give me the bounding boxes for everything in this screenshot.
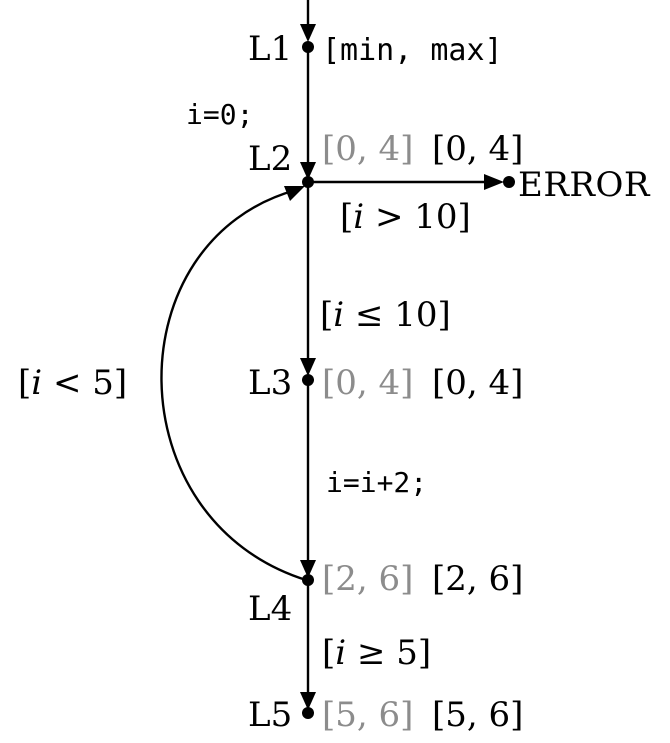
node-label-l1: L1 bbox=[248, 29, 292, 69]
interval-black-l5: [5, 6] bbox=[432, 695, 523, 735]
arrowhead-l1-l2 bbox=[300, 162, 316, 180]
edges bbox=[160, 0, 504, 710]
node-dot-l4 bbox=[302, 574, 314, 586]
guard-l4-l5: [i ≥ 5] bbox=[322, 633, 431, 673]
interval-gray-l3: [0, 4] bbox=[322, 363, 413, 403]
arrowhead-l4-l2 bbox=[284, 186, 305, 201]
node-dot-l2 bbox=[302, 176, 314, 188]
node-label-l3: L3 bbox=[248, 363, 292, 403]
nodes bbox=[302, 41, 515, 719]
interval-gray-l5: [5, 6] bbox=[322, 695, 413, 735]
node-dot-l1 bbox=[302, 41, 314, 53]
node-label-l2: L2 bbox=[248, 139, 292, 179]
interval-black-l3: [0, 4] bbox=[432, 363, 523, 403]
guard-l2-l3: [i ≤ 10] bbox=[320, 295, 451, 335]
guard-l4-l2: [i < 5] bbox=[18, 363, 127, 403]
arrowhead-l4-l5 bbox=[300, 692, 316, 710]
node-label-error: ERROR bbox=[518, 165, 651, 205]
node-label-l4: L4 bbox=[248, 589, 292, 629]
node-label-l5: L5 bbox=[248, 695, 292, 735]
arrowhead-l3-l4 bbox=[300, 560, 316, 578]
statement-l3-l4: i=i+2; bbox=[326, 466, 427, 499]
guard-l2-error: [i > 10] bbox=[340, 197, 471, 237]
node-dot-error bbox=[503, 176, 515, 188]
interval-black-l2: [0, 4] bbox=[432, 129, 523, 169]
interval-l1: [min, max] bbox=[322, 33, 503, 68]
interval-black-l4: [2, 6] bbox=[432, 559, 523, 599]
statement-l1-l2: i=0; bbox=[186, 98, 253, 131]
interval-gray-l2: [0, 4] bbox=[322, 129, 413, 169]
arrowhead-l2-error bbox=[484, 174, 504, 190]
node-dot-l3 bbox=[302, 374, 314, 386]
node-dot-l5 bbox=[302, 707, 314, 719]
interval-gray-l4: [2, 6] bbox=[322, 559, 413, 599]
edge-l4-to-l2-arc bbox=[160, 188, 307, 582]
arrowhead-entry-l1 bbox=[300, 24, 316, 42]
arrowhead-l2-l3 bbox=[300, 358, 316, 376]
